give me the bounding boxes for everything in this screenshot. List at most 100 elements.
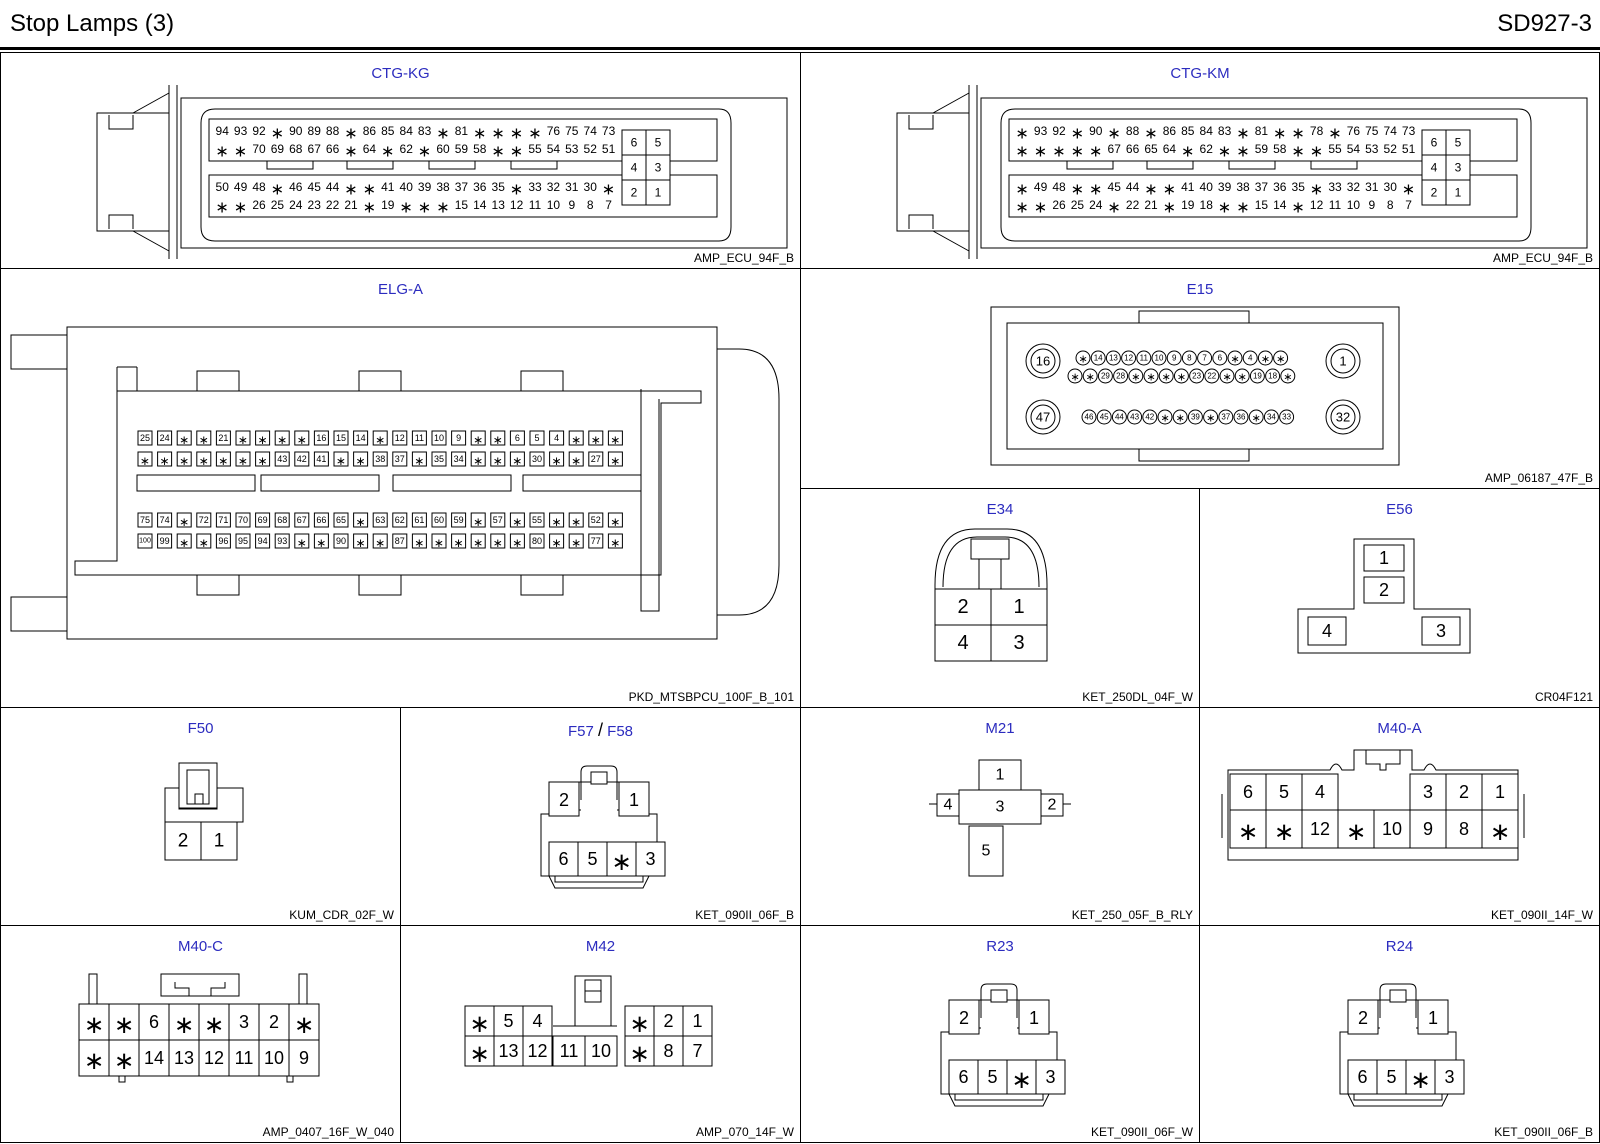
- pin-label: 39: [1218, 180, 1232, 194]
- pin-cell: [196, 533, 212, 549]
- pin-blank-marker: ∗: [1015, 124, 1029, 142]
- pin-cell: [333, 533, 349, 549]
- pin-label: 33: [1282, 413, 1291, 422]
- pin-label: 45: [308, 180, 322, 194]
- pin-blank-marker: ∗: [84, 1048, 104, 1075]
- key-slot: [522, 474, 642, 492]
- pin-blank-marker: ∗: [510, 180, 524, 198]
- connector-title: E15: [1186, 281, 1214, 298]
- pin-label: 10: [591, 1041, 611, 1061]
- pin-cell: [157, 512, 173, 528]
- pin-label: 1: [1013, 596, 1024, 618]
- latch-outline: [968, 85, 978, 259]
- pin-blank-marker: ∗: [1328, 124, 1342, 142]
- pin-label: 40: [1200, 180, 1214, 194]
- connector-title-f58: F58: [607, 723, 634, 740]
- pin-label: 15: [1255, 198, 1269, 212]
- pin-cell: [274, 533, 290, 549]
- pin-circle: [1082, 368, 1098, 384]
- pin-cell: [1018, 999, 1050, 1035]
- pin-cell: [1301, 773, 1339, 811]
- connector-title: CTG-KG: [371, 65, 430, 82]
- pin-label: 45: [1100, 413, 1109, 422]
- latch-outline: [932, 92, 970, 252]
- key-slot: [358, 370, 402, 392]
- pin-cell: [294, 512, 310, 528]
- pin-cell: [568, 430, 584, 446]
- latch-outline: [178, 762, 218, 810]
- pin-blank-marker: ∗: [1160, 413, 1169, 425]
- connector-part-code: AMP_ECU_94F_B: [693, 251, 794, 265]
- pin-label: 63: [375, 515, 385, 525]
- pin-blank-marker: ∗: [1410, 1067, 1430, 1094]
- pin-blank-marker: ∗: [1346, 819, 1366, 846]
- pin-blank-marker: ∗: [610, 536, 620, 550]
- pin-label: 32: [1336, 410, 1350, 425]
- pin-label: 11: [1329, 198, 1342, 212]
- pin-label: 11: [1140, 354, 1149, 363]
- pin-label: 44: [1126, 180, 1140, 194]
- pin-cell: [294, 430, 310, 446]
- page-header: Stop Lamps (3) SD927-3: [0, 0, 1600, 50]
- pin-label: 2: [957, 596, 968, 618]
- pin-label: 95: [238, 536, 248, 546]
- connector-part-code: KET_090II_14F_W: [1490, 908, 1593, 922]
- pin-label: 9: [1172, 354, 1177, 363]
- pin-blank-marker: ∗: [344, 142, 358, 160]
- pin-blank-marker: ∗: [271, 180, 285, 198]
- pin-label: 70: [238, 515, 248, 525]
- pin-blank-marker: ∗: [469, 1041, 489, 1068]
- key-slot: [1138, 310, 1250, 324]
- pin-label: 38: [1236, 180, 1250, 194]
- pin-label: 8: [663, 1041, 673, 1061]
- pin-label: 58: [1273, 142, 1287, 156]
- pin-label: 30: [584, 180, 598, 194]
- pin-blank-marker: ∗: [1011, 1067, 1031, 1094]
- pin-label: 4: [1248, 354, 1253, 363]
- pin-label: 6: [631, 136, 638, 150]
- pin-circle: [1204, 368, 1220, 384]
- key-slot: [1146, 160, 1194, 170]
- latch-outline: [174, 982, 226, 997]
- pin-cell: [490, 430, 506, 446]
- pin-blank-marker: ∗: [179, 515, 189, 529]
- pin-blank-marker: ∗: [294, 1012, 314, 1039]
- connector-part-code: CR04F121: [1534, 690, 1593, 704]
- pin-circle: [1249, 368, 1265, 384]
- pin-circle: [1143, 368, 1159, 384]
- pin-label: 12: [1310, 819, 1330, 839]
- housing-outline: [118, 1076, 294, 1083]
- pin-circle: [1234, 368, 1250, 384]
- pin-blank-marker: ∗: [1034, 142, 1048, 160]
- pin-cell: [451, 512, 467, 528]
- pin-cell: [215, 430, 231, 446]
- pin-circle: [1075, 350, 1091, 366]
- pin-label: 37: [1255, 180, 1269, 194]
- pin-label: 42: [1145, 413, 1154, 422]
- pin-cell: [607, 430, 623, 446]
- pin-blank-marker: ∗: [356, 454, 366, 468]
- connector-part-code: AMP_0407_16F_W_040: [262, 1125, 394, 1139]
- connector-part-code: KUM_CDR_02F_W: [289, 908, 394, 922]
- pin-blank-marker: ∗: [473, 433, 483, 447]
- pin-circle: [1242, 350, 1258, 366]
- pin-label: 25: [140, 433, 150, 443]
- pin-circle: [1219, 368, 1235, 384]
- latch-outline: [1365, 750, 1401, 771]
- pin-label: 6: [1243, 782, 1253, 802]
- pin-circle: [1136, 350, 1152, 366]
- pin-label: 99: [160, 536, 170, 546]
- pin-label: 2: [269, 1012, 279, 1032]
- pin-label: 1: [1455, 186, 1462, 200]
- pin-cell: [490, 533, 506, 549]
- pin-blank-marker: ∗: [512, 536, 522, 550]
- pin-blank-marker: ∗: [238, 433, 248, 447]
- pin-blank-marker: ∗: [1131, 372, 1140, 384]
- pin-circle: [1166, 350, 1182, 366]
